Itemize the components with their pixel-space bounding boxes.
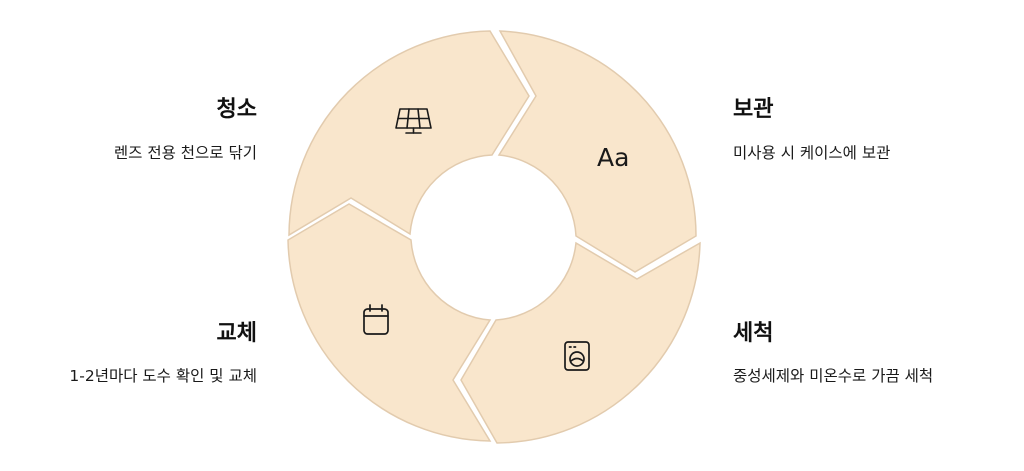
step-description-replacement: 1-2년마다 도수 확인 및 교체 (69, 367, 257, 385)
solar-panel-icon (395, 108, 432, 134)
step-description-cleaning: 렌즈 전용 천으로 닦기 (113, 144, 257, 162)
step-title-replacement: 교체 (216, 321, 257, 346)
cycle-segment-washing (460, 241, 701, 444)
step-title-washing: 세척 (733, 321, 774, 346)
step-title-cleaning: 청소 (216, 97, 257, 122)
step-description-storage: 미사용 시 케이스에 보관 (733, 144, 891, 162)
font-aa-icon: Aa (597, 143, 629, 172)
cycle-segment-replacement (287, 203, 492, 442)
washing-machine-icon (564, 341, 590, 371)
calendar-icon (363, 304, 389, 335)
cycle-segment-storage (497, 30, 697, 273)
step-title-storage: 보관 (733, 97, 774, 122)
step-description-washing: 중성세제와 미온수로 가끔 세척 (733, 367, 934, 385)
